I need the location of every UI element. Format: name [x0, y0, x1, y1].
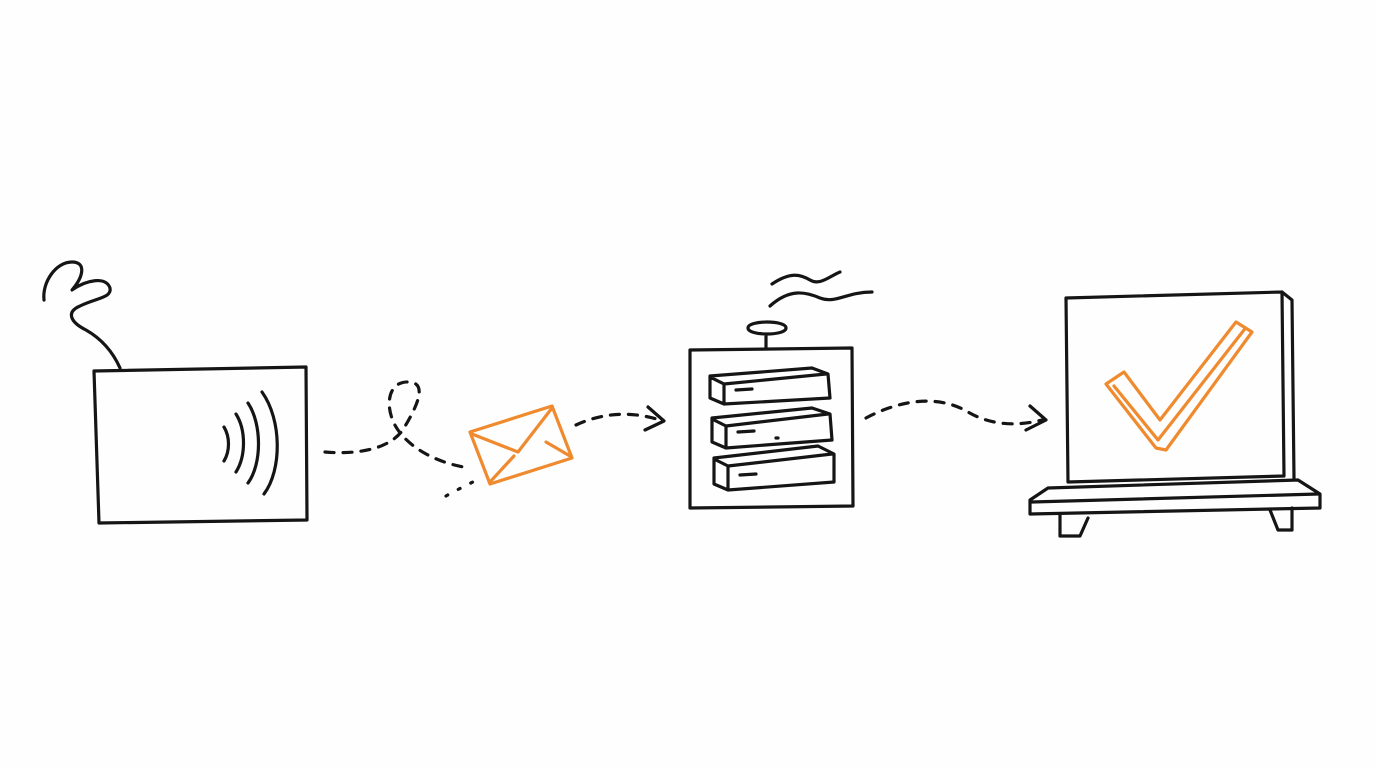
envelope-icon — [468, 404, 574, 486]
server-unit-3 — [712, 444, 836, 492]
steam-line-1 — [770, 270, 842, 286]
server-unit-2 — [710, 406, 834, 450]
envelope-inner-line — [488, 440, 572, 484]
device-box — [92, 365, 309, 525]
checkmark-monitor-icon — [1028, 290, 1322, 538]
monitor-stand — [1028, 478, 1322, 516]
signal-wave-2 — [234, 412, 246, 474]
checkmark-icon — [1104, 320, 1254, 452]
connector-trail-dots — [444, 476, 482, 498]
server-cap — [746, 320, 788, 350]
wireless-device-icon — [42, 260, 309, 525]
connector-loop-path — [323, 380, 472, 470]
arrow-head — [643, 405, 666, 432]
antenna-squiggle-icon — [42, 260, 122, 370]
rack-frame — [688, 346, 855, 510]
connector-path — [864, 399, 1044, 426]
server-unit-1 — [708, 366, 832, 406]
connector-path — [574, 412, 662, 427]
arrow-head — [1024, 404, 1048, 432]
signal-wave-1 — [222, 425, 231, 463]
server-lights — [734, 387, 780, 477]
monitor-screen — [1064, 290, 1296, 484]
monitor-feet — [1058, 506, 1294, 538]
signal-wave-4 — [260, 390, 279, 496]
dashed-arrow-icon — [574, 405, 666, 432]
envelope-flap — [470, 406, 554, 454]
dashed-arrow-icon — [864, 399, 1048, 432]
dashed-loop-arrow-icon — [323, 380, 482, 498]
envelope-body — [468, 404, 574, 486]
steam-line-2 — [768, 290, 874, 308]
signal-wave-3 — [246, 401, 261, 485]
server-rack-icon — [688, 270, 874, 510]
